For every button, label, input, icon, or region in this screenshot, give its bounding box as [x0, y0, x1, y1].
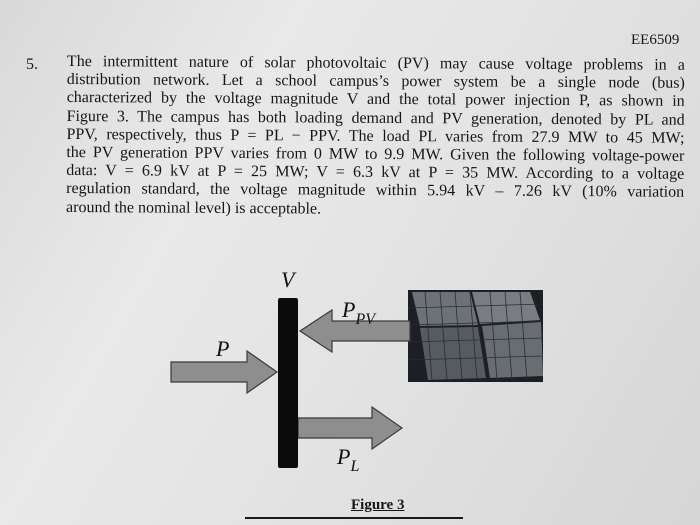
- ppv-arrow: [298, 308, 411, 354]
- solar-panel-image: [407, 290, 544, 382]
- question-number: 5.: [26, 56, 38, 73]
- label-ppv: PPV: [341, 297, 377, 328]
- pl-arrow: [297, 405, 404, 451]
- label-v: V: [281, 267, 297, 292]
- label-pl: PL: [336, 444, 359, 475]
- p-arrow: [170, 349, 279, 395]
- label-p: P: [215, 336, 229, 361]
- bus-bar: [278, 298, 298, 468]
- horizontal-rule: [245, 517, 463, 519]
- figure-caption: Figure 3: [351, 497, 405, 513]
- course-code: EE6509: [631, 32, 680, 48]
